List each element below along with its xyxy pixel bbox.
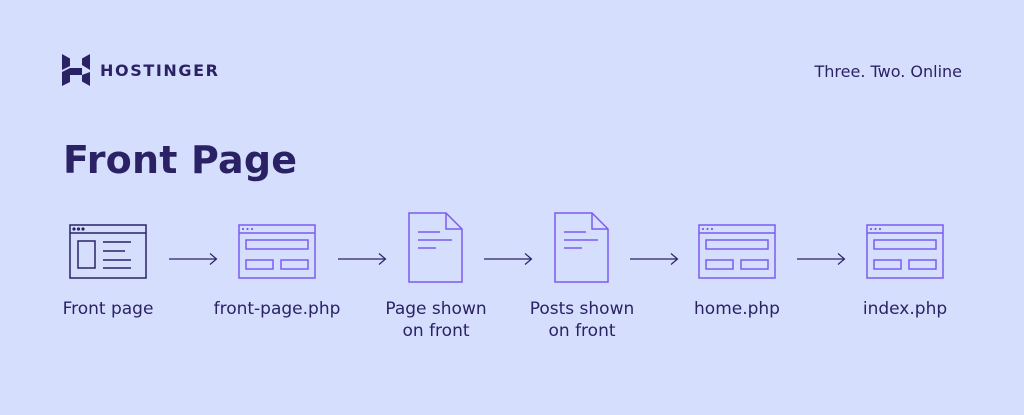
document-icon [408,212,464,288]
node-label-line: index.php [862,299,948,319]
arrow-right-icon [169,251,219,270]
header: HOSTINGER Three. Two. Online [62,54,962,88]
hostinger-logo-icon [62,54,90,86]
node-label-line: on front [402,321,470,341]
node-label-line: on front [548,321,616,341]
arrow-right-icon [338,251,388,270]
node-label-home-php: home.php [652,298,822,320]
node-label-line: Posts shown [529,299,635,319]
arrow-right-icon [630,251,680,270]
node-label-line: front-page.php [213,299,341,319]
hostinger-logo[interactable]: HOSTINGER [62,54,220,86]
arrow-right-icon [797,251,847,270]
brand-name: HOSTINGER [100,60,220,80]
browser-window-icon [69,224,147,284]
template-window-icon [866,224,944,284]
node-label-line: home.php [694,299,780,319]
document-icon [554,212,610,288]
node-label-line: Front page [62,299,154,319]
template-window-icon [698,224,776,284]
node-label-index-php: index.php [820,298,990,320]
tagline: Three. Two. Online [814,62,963,81]
node-label-front-page: Front page [23,298,193,320]
node-label-front-page-php: front-page.php [192,298,362,320]
template-window-icon [238,224,316,284]
arrow-right-icon [484,251,534,270]
page-title: Front Page [63,138,298,182]
node-label-line: Page shown [385,299,487,319]
